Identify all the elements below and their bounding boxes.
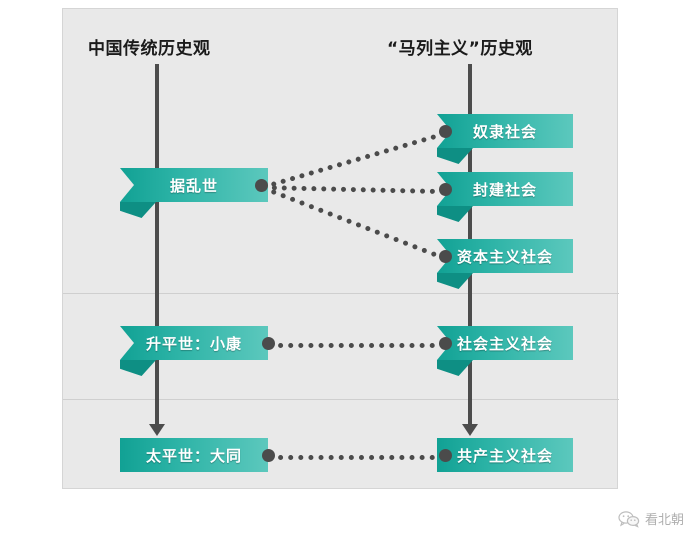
node-communist-society[interactable]: 共产主义社会: [437, 438, 573, 472]
link-shengpingshi-to-socialist: [268, 343, 445, 348]
node-feudal-society[interactable]: 封建社会: [437, 172, 573, 222]
watermark-text: 看北朝: [644, 513, 684, 528]
left-column-title: 中国传统历史观: [88, 39, 211, 59]
connector-dot-slave: [439, 125, 452, 138]
panel-divider-2: [63, 399, 619, 400]
right-timeline-arrowhead: [462, 424, 478, 436]
node-label: 社会主义社会: [456, 334, 553, 353]
left-timeline-arrowhead: [149, 424, 165, 436]
ribbon-notch-icon: [120, 326, 134, 360]
link-taipingshi-to-communist: [268, 455, 445, 460]
node-socialist-society[interactable]: 社会主义社会: [437, 326, 573, 376]
node-capitalist-society[interactable]: 资本主义社会: [437, 239, 573, 289]
connector-dot-juluanshi: [255, 179, 268, 192]
node-shengpingshi[interactable]: 升平世：小康: [120, 326, 268, 376]
connector-dot-socialist: [439, 337, 452, 350]
left-timeline-axis: [155, 64, 159, 433]
node-slave-society[interactable]: 奴隶社会: [437, 114, 573, 164]
node-label: 资本主义社会: [456, 247, 553, 266]
connector-dot-communist: [439, 449, 452, 462]
node-label: 升平世：小康: [145, 334, 242, 353]
node-taipingshi[interactable]: 太平世：大同: [120, 438, 268, 472]
wechat-icon: [618, 510, 640, 528]
connector-dot-shengpingshi: [262, 337, 275, 350]
node-label: 奴隶社会: [472, 122, 537, 141]
node-label: 封建社会: [472, 180, 537, 199]
right-column-title: “马列主义”历史观: [387, 39, 533, 59]
panel-divider-1: [63, 293, 619, 294]
watermark: 看北朝: [618, 509, 684, 528]
node-label: 共产主义社会: [456, 446, 553, 465]
node-label: 太平世：大同: [145, 446, 242, 465]
connector-dot-feudal: [439, 183, 452, 196]
connector-dot-capitalist: [439, 250, 452, 263]
ribbon-notch-icon: [120, 168, 134, 202]
node-label: 据乱世: [169, 176, 218, 195]
connector-dot-taipingshi: [262, 449, 275, 462]
node-juluanshi[interactable]: 据乱世: [120, 168, 268, 218]
